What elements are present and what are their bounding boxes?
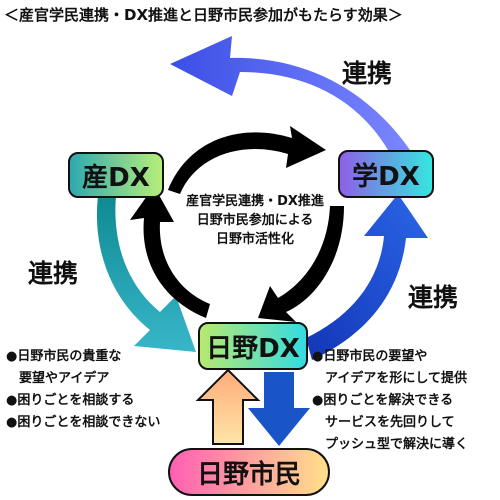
- outer-arrow-top: [170, 36, 410, 150]
- outer-arrow-right: [306, 194, 428, 360]
- outer-arrow-left: [96, 196, 196, 352]
- label-renkei-top: 連携: [342, 59, 393, 88]
- center-line-3: 日野市活性化: [215, 232, 294, 247]
- center-line-1: 産官学民連携・DX推進: [186, 194, 324, 209]
- node-hino-citizens: 日野市民: [168, 448, 330, 496]
- inner-arrow-top: [168, 126, 326, 194]
- right-list-line: ●困りごとを解決できる: [312, 393, 454, 408]
- right-list-line: プッシュ型で解決に導く: [312, 437, 469, 452]
- left-list-line: ●日野市民の貴重な: [6, 349, 122, 364]
- citizen-input-list: ●日野市民の貴重な 要望やアイデア ●困りごとを相談する ●困りごとを相談できな…: [6, 346, 160, 434]
- right-list-line: ●日野市民の要望や: [312, 349, 428, 364]
- dx-output-list: ●日野市民の要望や アイデアを形にして提供 ●困りごとを解決できる サービスを先…: [312, 346, 468, 456]
- node-san-dx: 産DX: [68, 152, 164, 198]
- center-line-2: 日野市民参加による: [196, 213, 314, 228]
- label-renkei-right: 連携: [408, 283, 459, 312]
- left-list-line: ●困りごとを相談できない: [6, 415, 161, 430]
- left-list-line: ●困りごとを相談する: [6, 393, 135, 408]
- right-list-line: サービスを先回りして: [312, 415, 455, 430]
- diagram-title: ＜産官学民連携・DX推進と日野市民参加がもたらす効果＞: [4, 6, 403, 24]
- label-renkei-left: 連携: [28, 259, 79, 288]
- hino-down-arrow: [248, 372, 310, 446]
- node-gaku-dx: 学DX: [338, 150, 434, 198]
- center-text: 産官学民連携・DX推進 日野市民参加による 日野市活性化: [170, 192, 340, 249]
- left-list-line: 要望やアイデア: [6, 371, 110, 386]
- node-hino-dx: 日野DX: [198, 322, 308, 370]
- right-list-line: アイデアを形にして提供: [312, 371, 467, 386]
- inner-arrow-right: [258, 206, 344, 322]
- citizen-up-arrow: [195, 368, 261, 445]
- inner-arrow-left: [130, 186, 210, 318]
